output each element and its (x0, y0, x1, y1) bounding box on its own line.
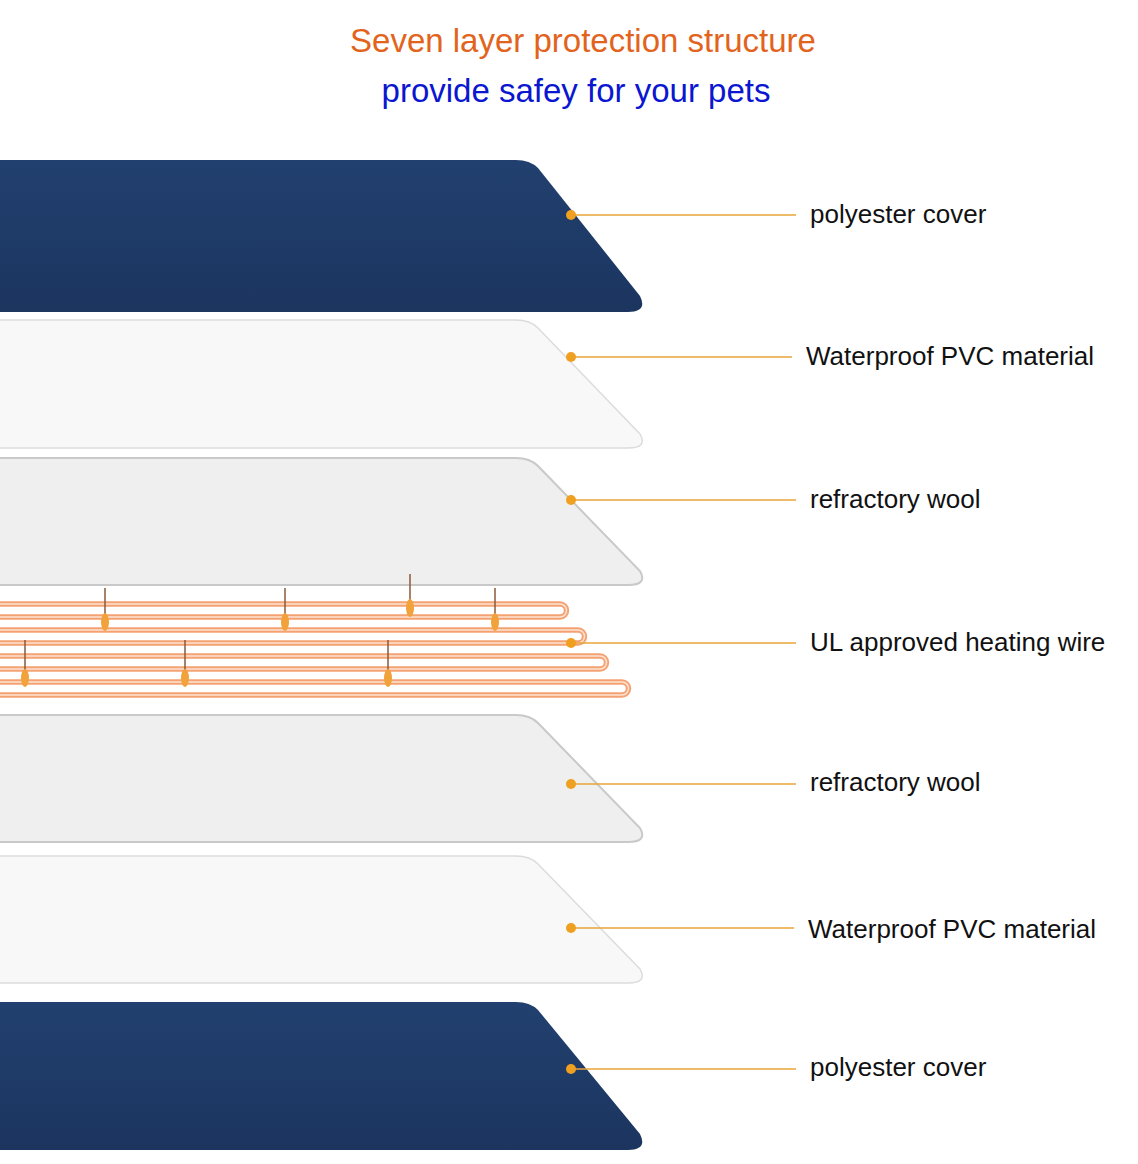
heating-wire (0, 604, 629, 695)
cover-layer (0, 160, 642, 312)
leader-dots (566, 210, 576, 1074)
part-label: refractory wool (810, 485, 981, 515)
wool-layer (0, 715, 642, 842)
part-label: UL approved heating wire (810, 628, 1105, 658)
cover-layer (0, 1002, 642, 1150)
subtitle: provide safey for your pets (382, 72, 771, 110)
pvc-layer (0, 856, 642, 983)
part-label: polyester cover (810, 1053, 986, 1083)
part-label: refractory wool (810, 768, 981, 798)
part-label: Waterproof PVC material (806, 342, 1094, 372)
part-label: Waterproof PVC material (808, 915, 1096, 945)
part-label: polyester cover (810, 200, 986, 230)
wool-layer (0, 458, 642, 585)
leader-lines (571, 215, 796, 1069)
flame-pins (21, 574, 499, 687)
pvc-layer (0, 320, 642, 448)
title: Seven layer protection structure (350, 22, 816, 60)
